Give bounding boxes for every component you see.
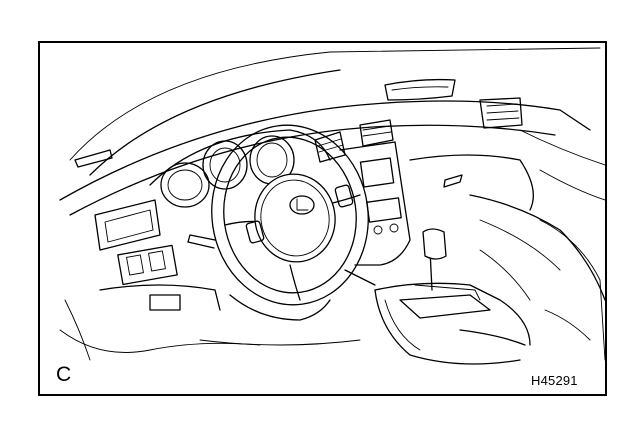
figure-id-label: H45291 <box>531 373 578 388</box>
view-letter-label: C <box>56 363 72 386</box>
floor-line <box>199 339 361 346</box>
left-side-vent <box>74 149 113 168</box>
center-vent-left <box>314 131 346 163</box>
steering-wheel-inner <box>223 136 357 294</box>
glovebox-line <box>409 154 534 211</box>
console-side <box>374 289 521 365</box>
center-stack <box>339 141 411 266</box>
wiper-stalk <box>344 269 376 286</box>
instrument-hood <box>149 129 331 186</box>
audio-display <box>359 157 395 188</box>
defroster-vent <box>384 78 456 101</box>
lower-switch <box>149 294 181 311</box>
gauge-center <box>202 140 248 190</box>
turn-signal-stalk <box>187 234 216 249</box>
steering-wheel-outer <box>211 124 369 306</box>
gauge-left <box>160 162 210 208</box>
door-panel-curve <box>469 194 605 301</box>
left-vent <box>94 199 161 251</box>
right-door-line <box>519 129 605 166</box>
figure-frame <box>38 41 607 396</box>
dashboard-top <box>59 100 591 201</box>
glovebox-handle <box>443 174 463 188</box>
lexus-emblem-icon <box>289 195 315 215</box>
knee-panel <box>99 284 221 311</box>
roof-edge-line <box>329 47 601 53</box>
wheel-switch-right <box>334 184 354 208</box>
right-side-vent <box>479 97 523 129</box>
steering-column <box>229 294 331 321</box>
lower-dash-curve <box>64 299 91 361</box>
windshield-line <box>69 51 331 161</box>
lower-left-panel <box>117 244 178 286</box>
console-armrest <box>459 329 526 346</box>
airbag-pad <box>254 173 336 263</box>
center-vent-right <box>359 119 394 147</box>
spoke-bottom <box>289 264 301 301</box>
climate-panel <box>366 197 402 223</box>
console-top <box>374 282 531 346</box>
passenger-seat <box>539 219 605 361</box>
windshield-line-2 <box>89 69 341 176</box>
wheel-switch-left <box>245 220 265 244</box>
interior-line-drawing <box>59 47 605 365</box>
shift-knob <box>422 228 447 260</box>
console-inner <box>399 294 491 319</box>
